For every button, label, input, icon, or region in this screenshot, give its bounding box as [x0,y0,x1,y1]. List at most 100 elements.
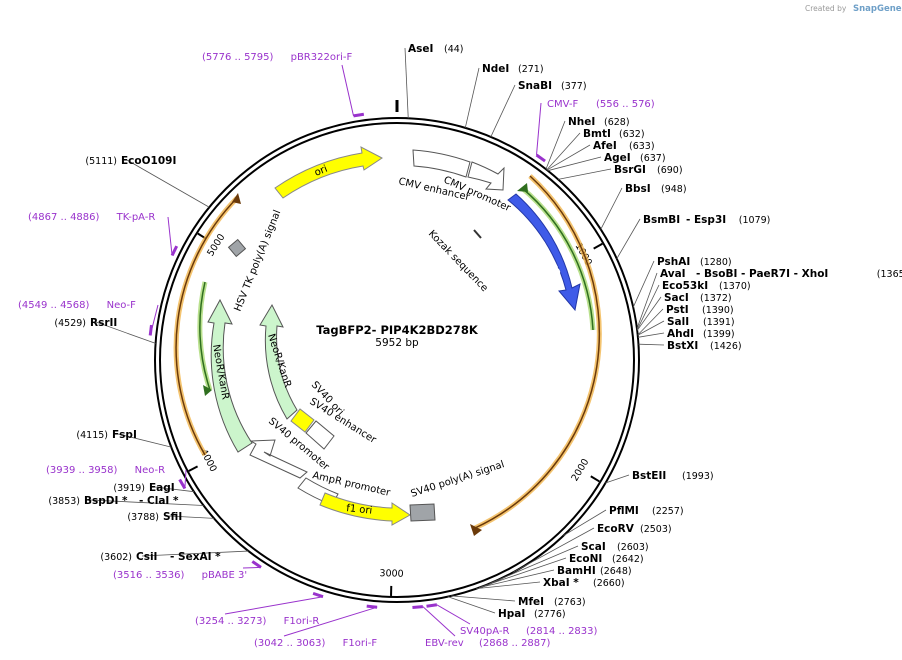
restriction-site-eagi: (3919)EagI [113,482,195,494]
site-position: (5111) [85,156,117,167]
f1-ori-label: f1 ori [346,503,373,517]
sv40-promoter-feature [249,439,308,479]
primer-leader-line [536,102,542,156]
site-leader-line [558,168,612,180]
primer-range: (556 .. 576) [596,99,655,110]
orf-left-arrowhead [232,193,241,204]
site-leader-line [616,218,641,259]
primer-name: F1ori-R [284,616,320,627]
site-extra: - ClaI * [139,495,179,507]
site-name: CsiI [136,551,157,563]
restriction-site-ecoo109i: (5111)EcoO109I [85,155,210,208]
watermark-brand: SnapGene [853,4,902,14]
restriction-site-bsteii: BstEII (1993) [605,470,714,484]
site-name: AfeI [593,140,617,152]
tick-label: 3000 [379,568,403,580]
site-name: SalI [667,316,689,328]
primer-name: SV40pA-R [460,626,509,637]
site-name: BspDI * [84,495,128,507]
site-leader-line [447,596,496,614]
site-name: RsrII [90,317,117,329]
plasmid-length: 5952 bp [375,337,419,349]
orf-neo-arrowhead [203,385,212,396]
site-position: (1993) [682,471,714,482]
site-leader-line [154,486,195,493]
cmv-enhancer-feature [412,149,471,178]
site-leader-line [545,120,566,170]
site-position: (271) [518,64,544,75]
primer-ebvrev: EBV-rev(2868 .. 2887) [412,605,551,649]
orf-right-arrowhead [470,524,482,536]
restriction-site-ecorv: EcoRV(2503) [512,523,672,573]
primer-range: (2814 .. 2833) [526,626,598,637]
restriction-site-xbai: XbaI *(2660) [476,577,625,590]
site-leader-line [117,433,172,448]
restriction-site-bsrgi: BsrGI(690) [558,164,683,180]
neor-outer-feature [207,298,253,453]
restriction-site-ahdi: AhdI(1399) [637,328,735,340]
primer-leader-line [283,606,378,637]
site-name: BbsI [625,183,651,195]
restriction-site-group: AseI(44)NdeI(271)SnaBI(377)NheI(628)BmtI… [48,43,902,620]
site-extra: - Esp3I [686,214,726,226]
orf-left-line [175,197,238,456]
site-leader-line [637,332,665,338]
site-extra: - BsoBI - PaeR7I - XhoI [696,268,828,280]
site-name: SnaBI [518,80,552,92]
site-position: (4529) [54,318,86,329]
tick-label: 2000 [570,457,592,483]
primer-range: (4549 .. 4568) [18,300,90,311]
site-position: (632) [619,129,645,140]
site-position: (637) [640,153,666,164]
site-leader-line [512,527,595,573]
neor-inner-feature [259,303,298,420]
kozak-feature [473,229,482,239]
sv40-enhancer-feature [305,420,335,450]
site-leader-line [89,499,204,506]
restriction-site-ndei: NdeI(271) [464,63,544,128]
restriction-site-sfii: (3788)SfiI [127,511,215,523]
primer-name: TK-pA-R [116,212,156,223]
site-leader-line [168,515,215,519]
site-extra: - SexAI * [170,551,221,563]
site-leader-line [546,132,581,171]
primer-leader-line [422,606,456,637]
primer-mark [312,591,324,599]
restriction-site-econi: EcoNI(2642) [480,553,644,588]
site-name: AgeI [604,152,631,164]
site-position: (633) [629,141,655,152]
ori-feature [274,146,383,199]
primer-name: pBR322ori-F [291,52,353,63]
primer-range: (3939 .. 3958) [46,465,118,476]
site-position: (1391) [703,317,735,328]
site-leader-line [450,595,516,602]
site-position: (44) [444,44,464,55]
primer-mark [412,605,423,610]
site-name: XbaI * [543,577,579,589]
site-leader-line [605,474,630,484]
tick-mark [590,475,600,483]
primer-range: (3042 .. 3063) [254,638,326,649]
site-name: PstI [666,304,689,316]
primer-leader-line [224,596,324,615]
ori-label: ori [313,164,329,179]
restriction-site-pshai: PshAI(1280) [632,256,732,308]
site-position: (2257) [652,506,684,517]
site-leader-line [546,144,591,171]
primer-name: Neo-F [107,300,137,311]
site-position: (2776) [534,609,566,620]
site-leader-line [489,545,579,584]
primer-f1orif: (3042 .. 3063)F1ori-F [254,604,378,649]
site-position: (1399) [703,329,735,340]
tagbfp-feature [507,193,581,312]
site-name: BamHI [557,565,596,577]
primer-mark [353,112,365,118]
primer-neof: (4549 .. 4568) Neo-F [18,300,159,336]
site-name: EcoRV [597,523,635,535]
site-name: BstEII [632,470,666,482]
tick-mark [593,242,603,250]
restriction-site-csii: (3602)CsiI- SexAI * [100,550,249,563]
site-position: (690) [657,165,683,176]
orf-right-line [474,175,601,529]
site-name: EcoNI [569,553,602,565]
